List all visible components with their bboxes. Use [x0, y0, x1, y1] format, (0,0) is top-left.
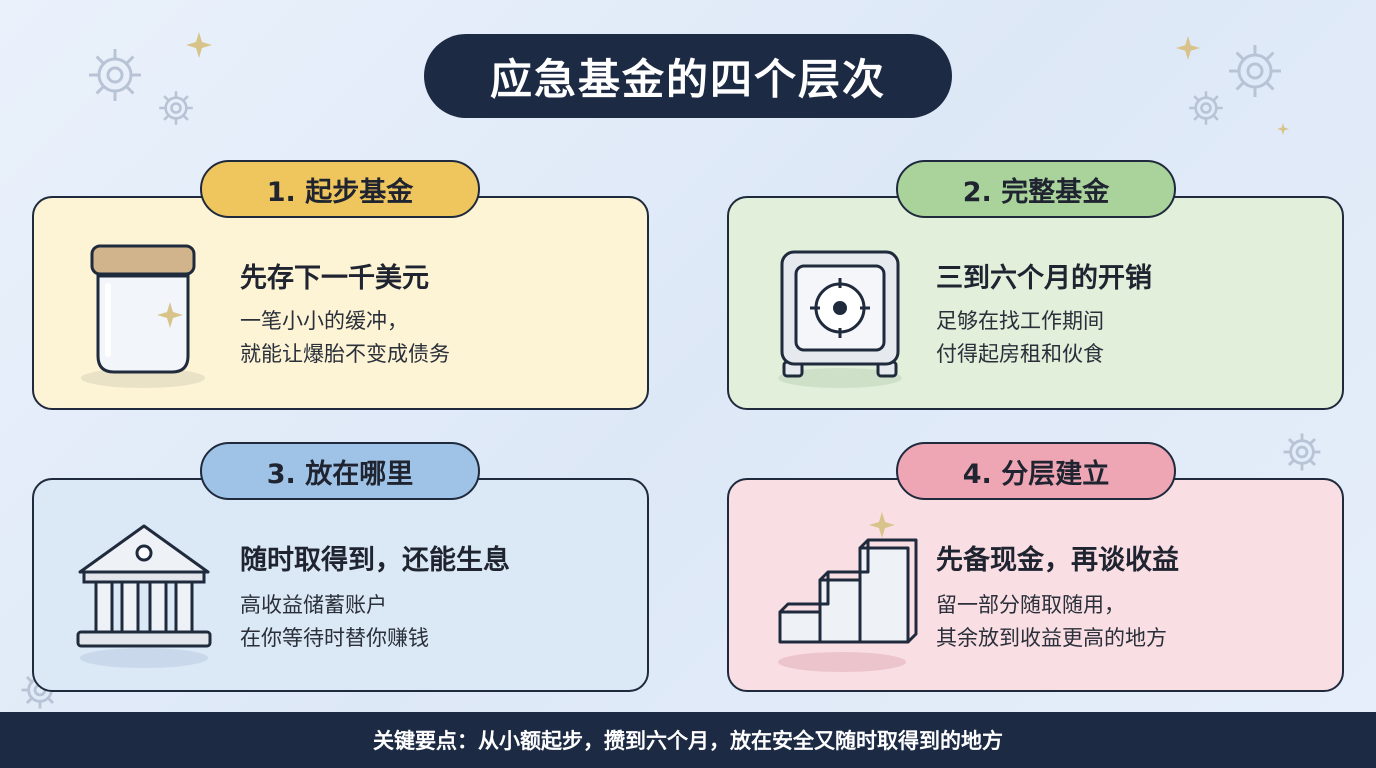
- card-build-in-tiers-heading: 先备现金，再谈收益: [936, 545, 1179, 576]
- gear-icon: [159, 91, 193, 125]
- page-title: 应急基金的四个层次: [424, 34, 952, 118]
- stairs-icon: [778, 512, 918, 672]
- sparkle-icon: [1276, 122, 1290, 136]
- bank-icon: [76, 524, 212, 668]
- body-line: 足够在找工作期间: [936, 309, 1104, 333]
- body-line: 留一部分随取随用，: [936, 593, 1125, 617]
- card-starter-fund-tab: 1. 起步基金: [200, 160, 480, 218]
- safe-icon: [778, 250, 902, 388]
- card-starter-fund-heading: 先存下一千美元: [240, 263, 429, 294]
- sparkle-icon: [186, 32, 212, 58]
- body-line: 就能让爆胎不变成债务: [240, 342, 450, 366]
- card-full-fund-body: 足够在找工作期间 付得起房租和伙食: [936, 305, 1104, 371]
- footer-key-takeaway: 关键要点：从小额起步，攒到六个月，放在安全又随时取得到的地方: [0, 712, 1376, 768]
- card-starter-fund-body: 一笔小小的缓冲， 就能让爆胎不变成债务: [240, 305, 450, 371]
- sparkle-icon: [1175, 35, 1201, 61]
- card-full-fund-tab: 2. 完整基金: [896, 160, 1176, 218]
- gear-icon: [1283, 433, 1321, 471]
- card-full-fund-heading: 三到六个月的开销: [936, 263, 1152, 294]
- body-line: 在你等待时替你赚钱: [240, 626, 429, 650]
- gear-icon: [89, 49, 141, 101]
- card-build-in-tiers-tab: 4. 分层建立: [896, 442, 1176, 500]
- body-line: 一笔小小的缓冲，: [240, 309, 408, 333]
- card-where-to-keep-body: 高收益储蓄账户 在你等待时替你赚钱: [240, 589, 429, 655]
- jar-icon: [81, 244, 205, 388]
- card-build-in-tiers-body: 留一部分随取随用， 其余放到收益更高的地方: [936, 589, 1167, 655]
- body-line: 其余放到收益更高的地方: [936, 626, 1167, 650]
- card-where-to-keep-heading: 随时取得到，还能生息: [240, 545, 510, 576]
- gear-icon: [1229, 45, 1281, 97]
- body-line: 付得起房租和伙食: [936, 342, 1104, 366]
- card-where-to-keep-tab: 3. 放在哪里: [200, 442, 480, 500]
- body-line: 高收益储蓄账户: [240, 593, 387, 617]
- gear-icon: [1189, 91, 1223, 125]
